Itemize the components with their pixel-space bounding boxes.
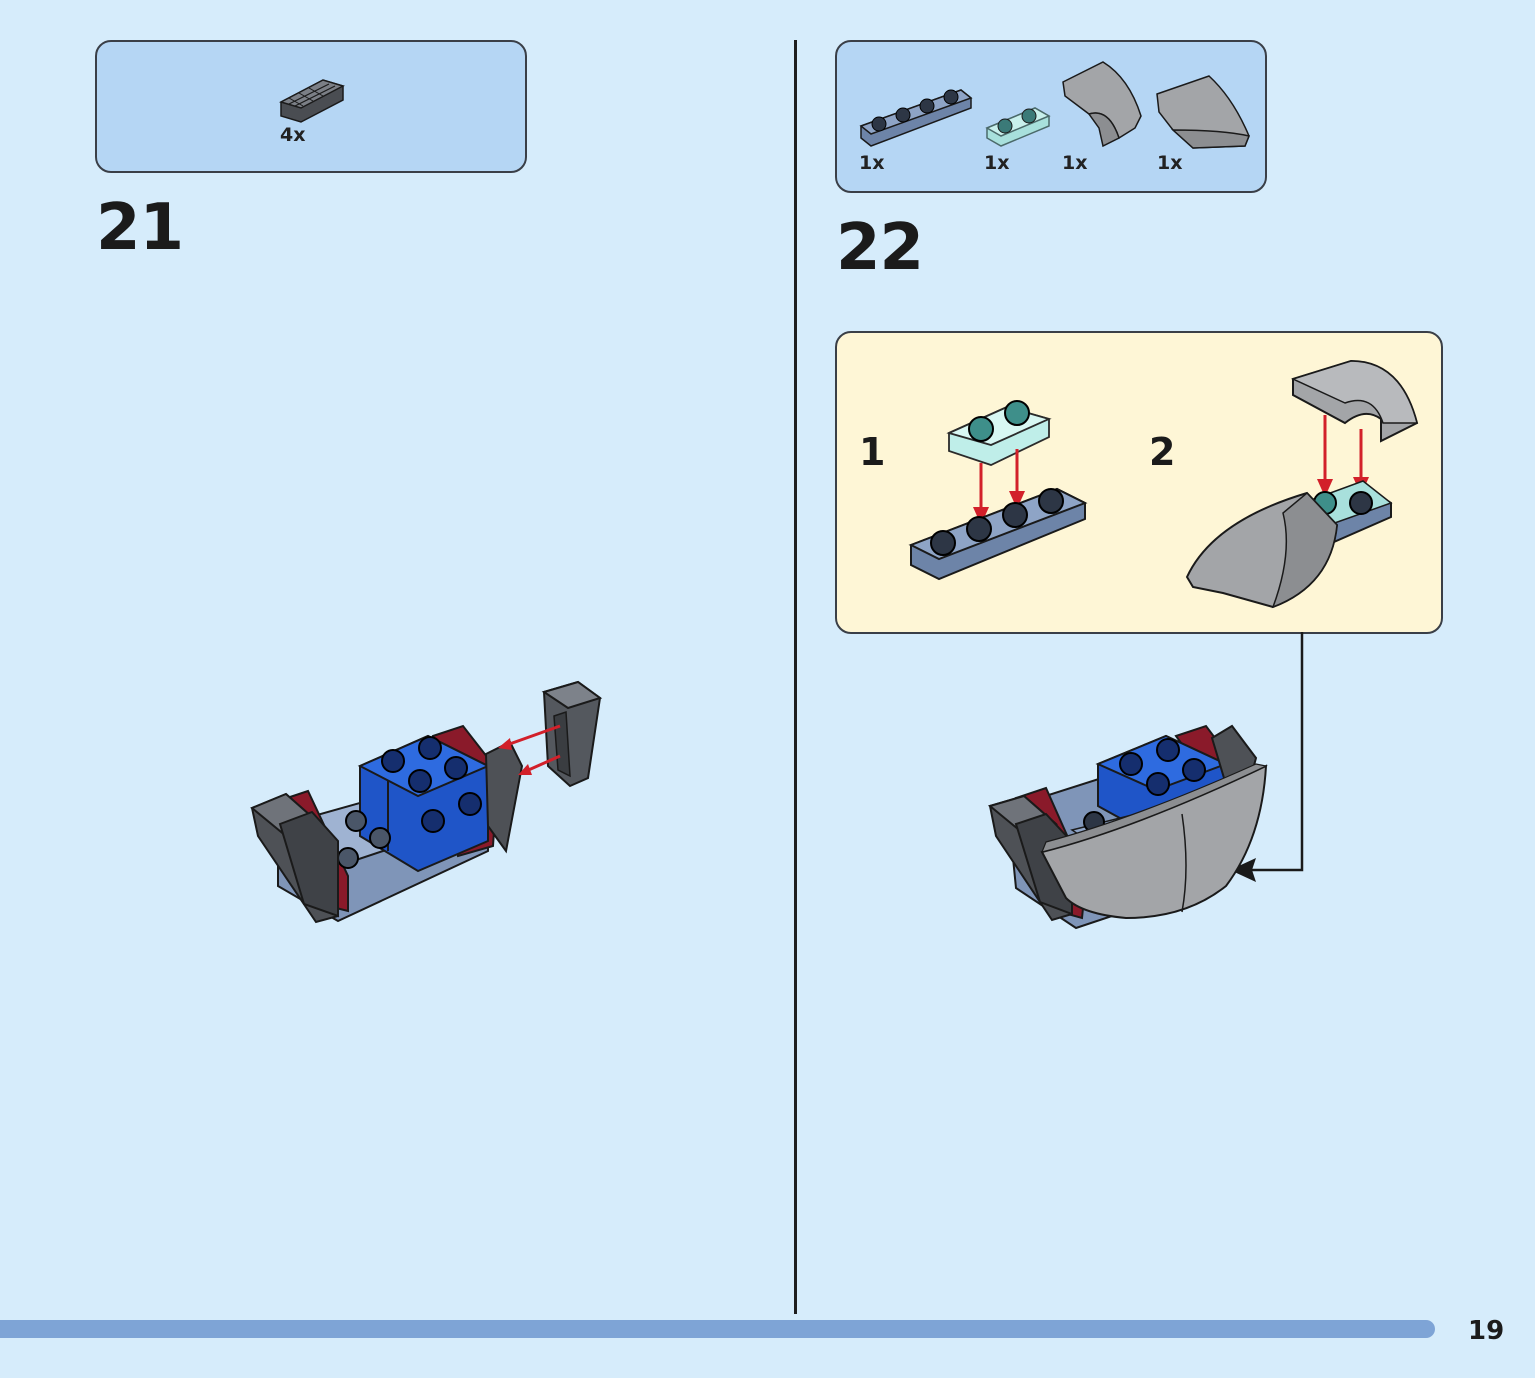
assembly-arrow <box>503 724 561 748</box>
plate-1x4-icon <box>859 89 973 147</box>
substep-number: 1 <box>859 430 886 474</box>
plate-1x2-icon <box>985 107 1051 147</box>
assembly-arrow <box>523 754 561 774</box>
step-22-parts-box: 1x 1x 1x 1x <box>835 40 1267 193</box>
part-qty: 4x <box>280 124 306 146</box>
step-21-model <box>250 680 603 924</box>
curved-slope-icon <box>1156 75 1251 149</box>
part-qty: 1x <box>1157 152 1183 174</box>
substep-number: 2 <box>1149 430 1176 474</box>
slope-brick-icon <box>279 79 345 123</box>
curved-slope-icon <box>1062 61 1142 148</box>
step-number: 22 <box>836 211 924 285</box>
substep-1-illustration <box>908 400 1088 581</box>
step-number: 21 <box>96 191 184 265</box>
part-qty: 1x <box>1062 152 1088 174</box>
page-progress-fill <box>0 1320 1435 1338</box>
step-21-parts-box: 4x <box>95 40 527 173</box>
part-qty: 1x <box>859 152 885 174</box>
page-progress-bar <box>0 1320 1435 1338</box>
substep-2-illustration <box>1185 359 1419 609</box>
substep-box: 1 2 <box>835 331 1443 634</box>
page-number: 19 <box>1468 1316 1505 1346</box>
column-divider <box>794 40 797 1314</box>
part-qty: 1x <box>984 152 1010 174</box>
callout-connector <box>1230 632 1304 882</box>
step-22-model <box>987 724 1268 930</box>
